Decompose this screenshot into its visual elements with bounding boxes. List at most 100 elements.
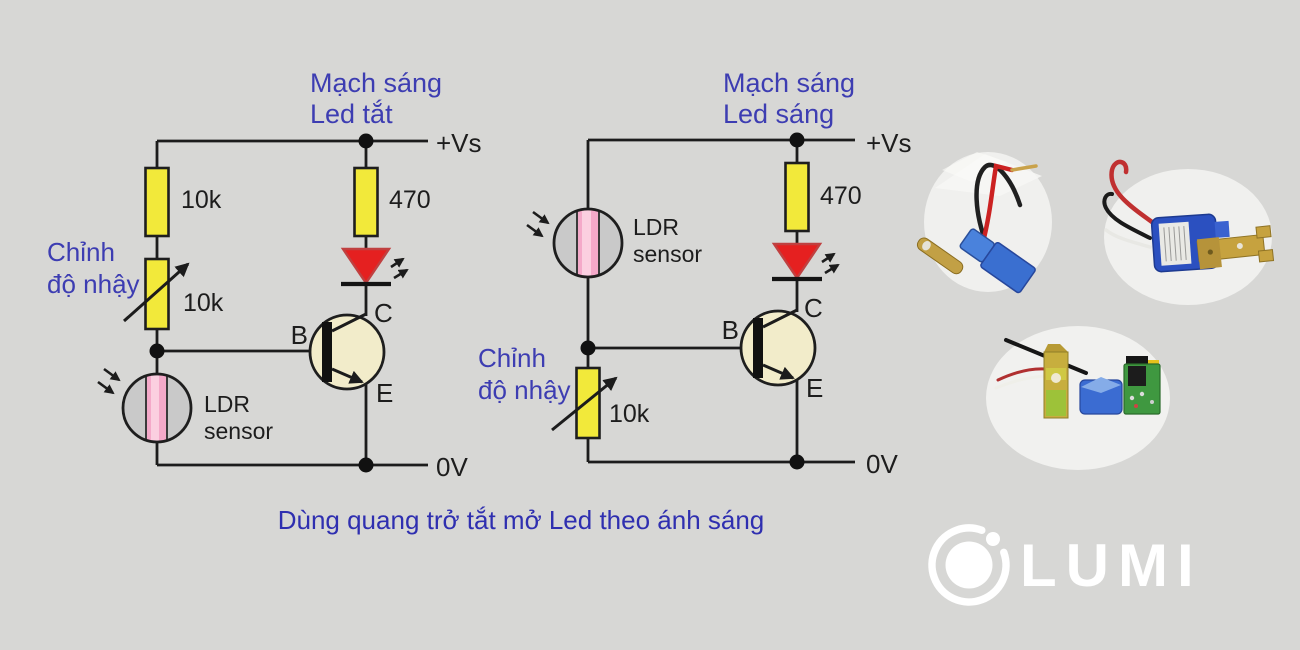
ground-label: 0V xyxy=(436,452,468,482)
led-symbol xyxy=(771,242,823,281)
ldr-stripe-highlight xyxy=(582,210,591,276)
circuit2-title-line2: Led sáng xyxy=(723,99,834,129)
transistor-base-bar xyxy=(322,322,332,382)
led-dot xyxy=(1134,404,1138,408)
light-onto-ldr-arrow xyxy=(526,223,544,238)
logo-orbit-ring xyxy=(928,524,1010,606)
pot-name-line1: Chỉnh xyxy=(47,237,115,267)
red-wire xyxy=(996,367,1048,382)
bracket-prong xyxy=(1257,249,1275,263)
logo-orbit-dot xyxy=(986,532,1000,546)
white-wire xyxy=(994,374,1048,390)
white-wire xyxy=(1104,228,1152,249)
transistor-collector-lead xyxy=(331,312,367,333)
wire-ferrule xyxy=(1010,164,1038,172)
cover-top-face xyxy=(1081,377,1121,393)
junction-dot xyxy=(789,454,805,470)
circuit2-title-line1: Mạch sáng xyxy=(723,68,855,98)
led-light-arrow xyxy=(390,257,405,269)
light-onto-ldr-arrow xyxy=(97,380,115,395)
sensor-base xyxy=(980,241,1036,294)
circuit-led-on: Mạch sáng Led sáng +Vs 0V LDR sensor Chỉ… xyxy=(478,68,912,479)
pot-value: 10k xyxy=(609,400,650,428)
junction-dot xyxy=(358,133,374,149)
transistor-collector-lead xyxy=(762,308,798,329)
ground-label: 0V xyxy=(866,449,898,479)
led-light-arrow xyxy=(821,252,836,264)
resistor-10k-pot xyxy=(575,366,601,440)
bracket-green-sheen xyxy=(1046,390,1066,416)
resistor-value: 10k xyxy=(181,186,222,214)
resistor-470 xyxy=(784,161,810,233)
photo-disassembled-sensor xyxy=(986,326,1170,470)
supply-label: +Vs xyxy=(866,128,912,158)
emitter-label: E xyxy=(806,373,823,403)
reflection-highlight xyxy=(935,154,1042,196)
logo-core-circle xyxy=(945,541,993,589)
circuit-board xyxy=(1123,356,1161,415)
black-wire xyxy=(1102,191,1152,240)
ldr-label-line1: LDR xyxy=(633,214,679,240)
ldr-stripe-group xyxy=(576,210,600,276)
light-onto-ldr-arrow xyxy=(532,210,550,225)
bracket-screw xyxy=(1207,249,1213,255)
resistor-10k-fixed xyxy=(144,166,170,238)
supply-label: +Vs xyxy=(436,128,482,158)
ldr-label-line2: sensor xyxy=(633,241,702,267)
pot-name-line2: độ nhậy xyxy=(47,269,140,299)
photo-background-blob xyxy=(986,326,1170,470)
solder-dot xyxy=(1150,400,1154,404)
transistor-base-bar xyxy=(753,318,763,378)
led-symbol xyxy=(340,247,392,286)
emitter-label: E xyxy=(376,378,393,408)
solder-dot xyxy=(1139,391,1145,397)
collector-label: C xyxy=(374,298,393,328)
lumi-logo: LUMI xyxy=(928,524,1203,606)
ldr-stripe-group xyxy=(145,375,168,441)
junction-dot xyxy=(358,457,374,473)
photo-photocell-switch xyxy=(1102,159,1275,305)
mounting-bracket xyxy=(1196,225,1275,270)
junction-dot xyxy=(789,132,805,148)
transistor-emitter-lead xyxy=(331,367,364,384)
transistor-emitter-lead xyxy=(762,363,795,380)
pot-value: 10k xyxy=(183,289,224,317)
circuit1-title-line1: Mạch sáng xyxy=(310,68,442,98)
resistor-470 xyxy=(353,166,379,238)
circuit-led-off: Mạch sáng Led tắt +Vs 0V 10k 10k Chỉnh đ… xyxy=(47,68,482,482)
logo-wordmark: LUMI xyxy=(1020,532,1203,599)
pot-name-line1: Chỉnh xyxy=(478,343,546,373)
brass-lug xyxy=(916,237,964,275)
iridescent-bracket xyxy=(1043,344,1069,419)
base-label: B xyxy=(291,320,308,350)
black-wire xyxy=(974,162,1023,248)
pot-arrow xyxy=(123,262,190,323)
transistor-body xyxy=(308,313,386,391)
relay-front xyxy=(1128,366,1146,386)
bracket-hole xyxy=(1236,242,1243,249)
junction-dot xyxy=(149,343,165,359)
lug-hole xyxy=(922,240,931,251)
junction-dot xyxy=(580,340,596,356)
bracket-hole xyxy=(1051,373,1061,383)
reflection-highlight xyxy=(942,152,1007,182)
bracket-tab xyxy=(1044,344,1068,352)
diagram-caption: Dùng quang trở tắt mở Led theo ánh sáng xyxy=(278,505,765,535)
ldr-label-line1: LDR xyxy=(204,391,250,417)
ldr-stripe-highlight xyxy=(151,375,159,441)
red-wire xyxy=(1109,159,1155,225)
light-onto-ldr-arrow xyxy=(103,367,121,382)
ldr-outline xyxy=(121,372,193,444)
led-resistor-value: 470 xyxy=(389,186,431,214)
switch-tab xyxy=(1214,220,1230,238)
led-resistor-value: 470 xyxy=(820,182,862,210)
label-fine-print xyxy=(1163,226,1187,262)
ldr-outline xyxy=(552,207,624,279)
base-label: B xyxy=(722,315,739,345)
resistor-10k-pot xyxy=(144,257,170,331)
pot-arrow xyxy=(551,376,618,432)
circuit1-title-line2: Led tắt xyxy=(310,98,393,129)
collector-label: C xyxy=(804,293,823,323)
